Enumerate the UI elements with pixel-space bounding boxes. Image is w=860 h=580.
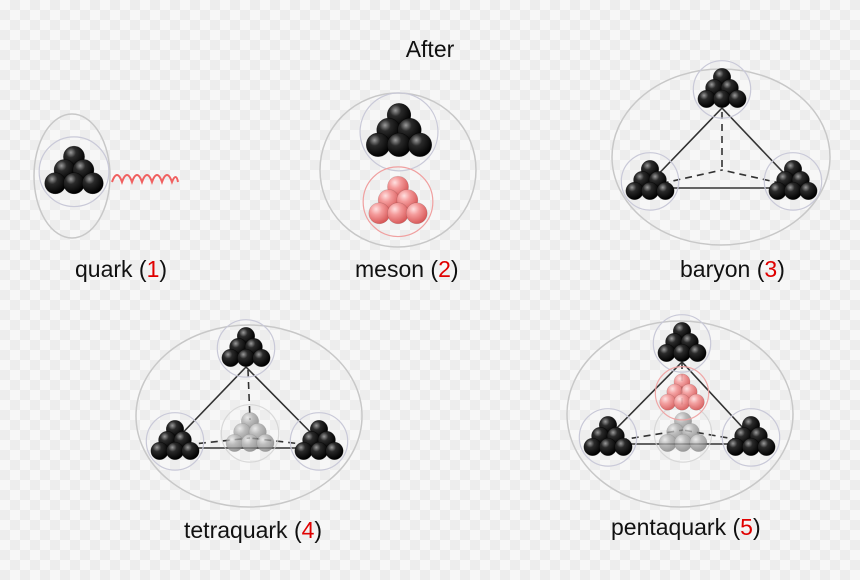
quark-outline	[33, 113, 111, 239]
quark-cluster	[38, 136, 110, 208]
quark-sphere	[657, 343, 676, 362]
quark-sphere	[325, 441, 344, 460]
quark-sphere	[405, 202, 428, 225]
quark-sphere	[366, 132, 391, 157]
quark-sphere	[673, 343, 691, 362]
tetra-left-cluster	[145, 412, 205, 471]
quark-sphere	[697, 89, 716, 108]
quark-sphere	[674, 433, 692, 452]
quark-sphere	[407, 132, 432, 157]
quark-sphere	[713, 89, 731, 108]
quark-sphere	[726, 437, 745, 456]
diagram-title: After	[405, 36, 455, 62]
label-tetraquark: tetraquark (4)	[184, 517, 323, 543]
quark-sphere	[757, 437, 776, 456]
quark-sphere	[659, 393, 677, 411]
quark-sphere	[742, 437, 760, 456]
quark-sphere	[799, 181, 818, 200]
quark-sphere	[150, 441, 169, 460]
quark-sphere	[237, 348, 255, 367]
label-quark: quark (1)	[75, 256, 168, 282]
quark-sphere	[625, 181, 644, 200]
quark-sphere	[63, 172, 85, 195]
penta-center-cluster	[653, 404, 713, 463]
quark-sphere	[689, 433, 708, 452]
meson-quark-cluster	[359, 92, 439, 172]
tetra-right-cluster	[289, 412, 349, 471]
quark-sphere	[221, 348, 240, 367]
quark-sphere	[583, 437, 602, 456]
penta-top-cluster	[652, 314, 712, 373]
penta-left-cluster	[578, 408, 638, 467]
baryon-right-cluster	[763, 152, 823, 211]
quark-sphere	[81, 172, 104, 195]
quark-sphere	[181, 441, 200, 460]
gluon-spring-icon	[111, 174, 179, 185]
quark-sphere	[728, 89, 747, 108]
dashed-link	[247, 369, 251, 421]
quark-sphere	[673, 393, 691, 411]
quark-sphere	[784, 181, 802, 200]
quark-sphere	[687, 393, 705, 411]
baryon-top-cluster	[692, 60, 752, 119]
quark-sphere	[768, 181, 787, 200]
quark-sphere	[614, 437, 633, 456]
quark-sphere	[294, 441, 313, 460]
label-baryon: baryon (3)	[680, 256, 785, 282]
quark-sphere	[252, 348, 271, 367]
quark-sphere	[166, 441, 184, 460]
quark-sphere	[658, 433, 677, 452]
penta-antiquark-cluster	[654, 366, 710, 421]
pentaquark-outline	[566, 320, 794, 508]
quark-sphere	[368, 202, 391, 225]
quark-sphere	[386, 132, 412, 157]
label-pentaquark: pentaquark (5)	[611, 514, 761, 540]
quark-sphere	[387, 202, 409, 225]
quark-sphere	[656, 181, 675, 200]
quark-sphere	[641, 181, 659, 200]
quark-sphere	[44, 172, 67, 195]
quark-sphere	[310, 441, 328, 460]
tetra-center-cluster	[220, 404, 280, 463]
quark-sphere	[688, 343, 707, 362]
tetra-top-cluster	[216, 319, 276, 378]
quark-clusters	[38, 60, 823, 471]
baryon-left-cluster	[620, 152, 680, 211]
quark-sphere	[241, 433, 259, 452]
label-meson: meson (2)	[355, 256, 459, 282]
penta-right-cluster	[721, 408, 781, 467]
quark-sphere	[599, 437, 617, 456]
meson-antiquark-cluster	[362, 166, 434, 238]
tetraquark-outline	[135, 324, 363, 508]
quark-sphere	[225, 433, 244, 452]
quark-sphere	[256, 433, 275, 452]
